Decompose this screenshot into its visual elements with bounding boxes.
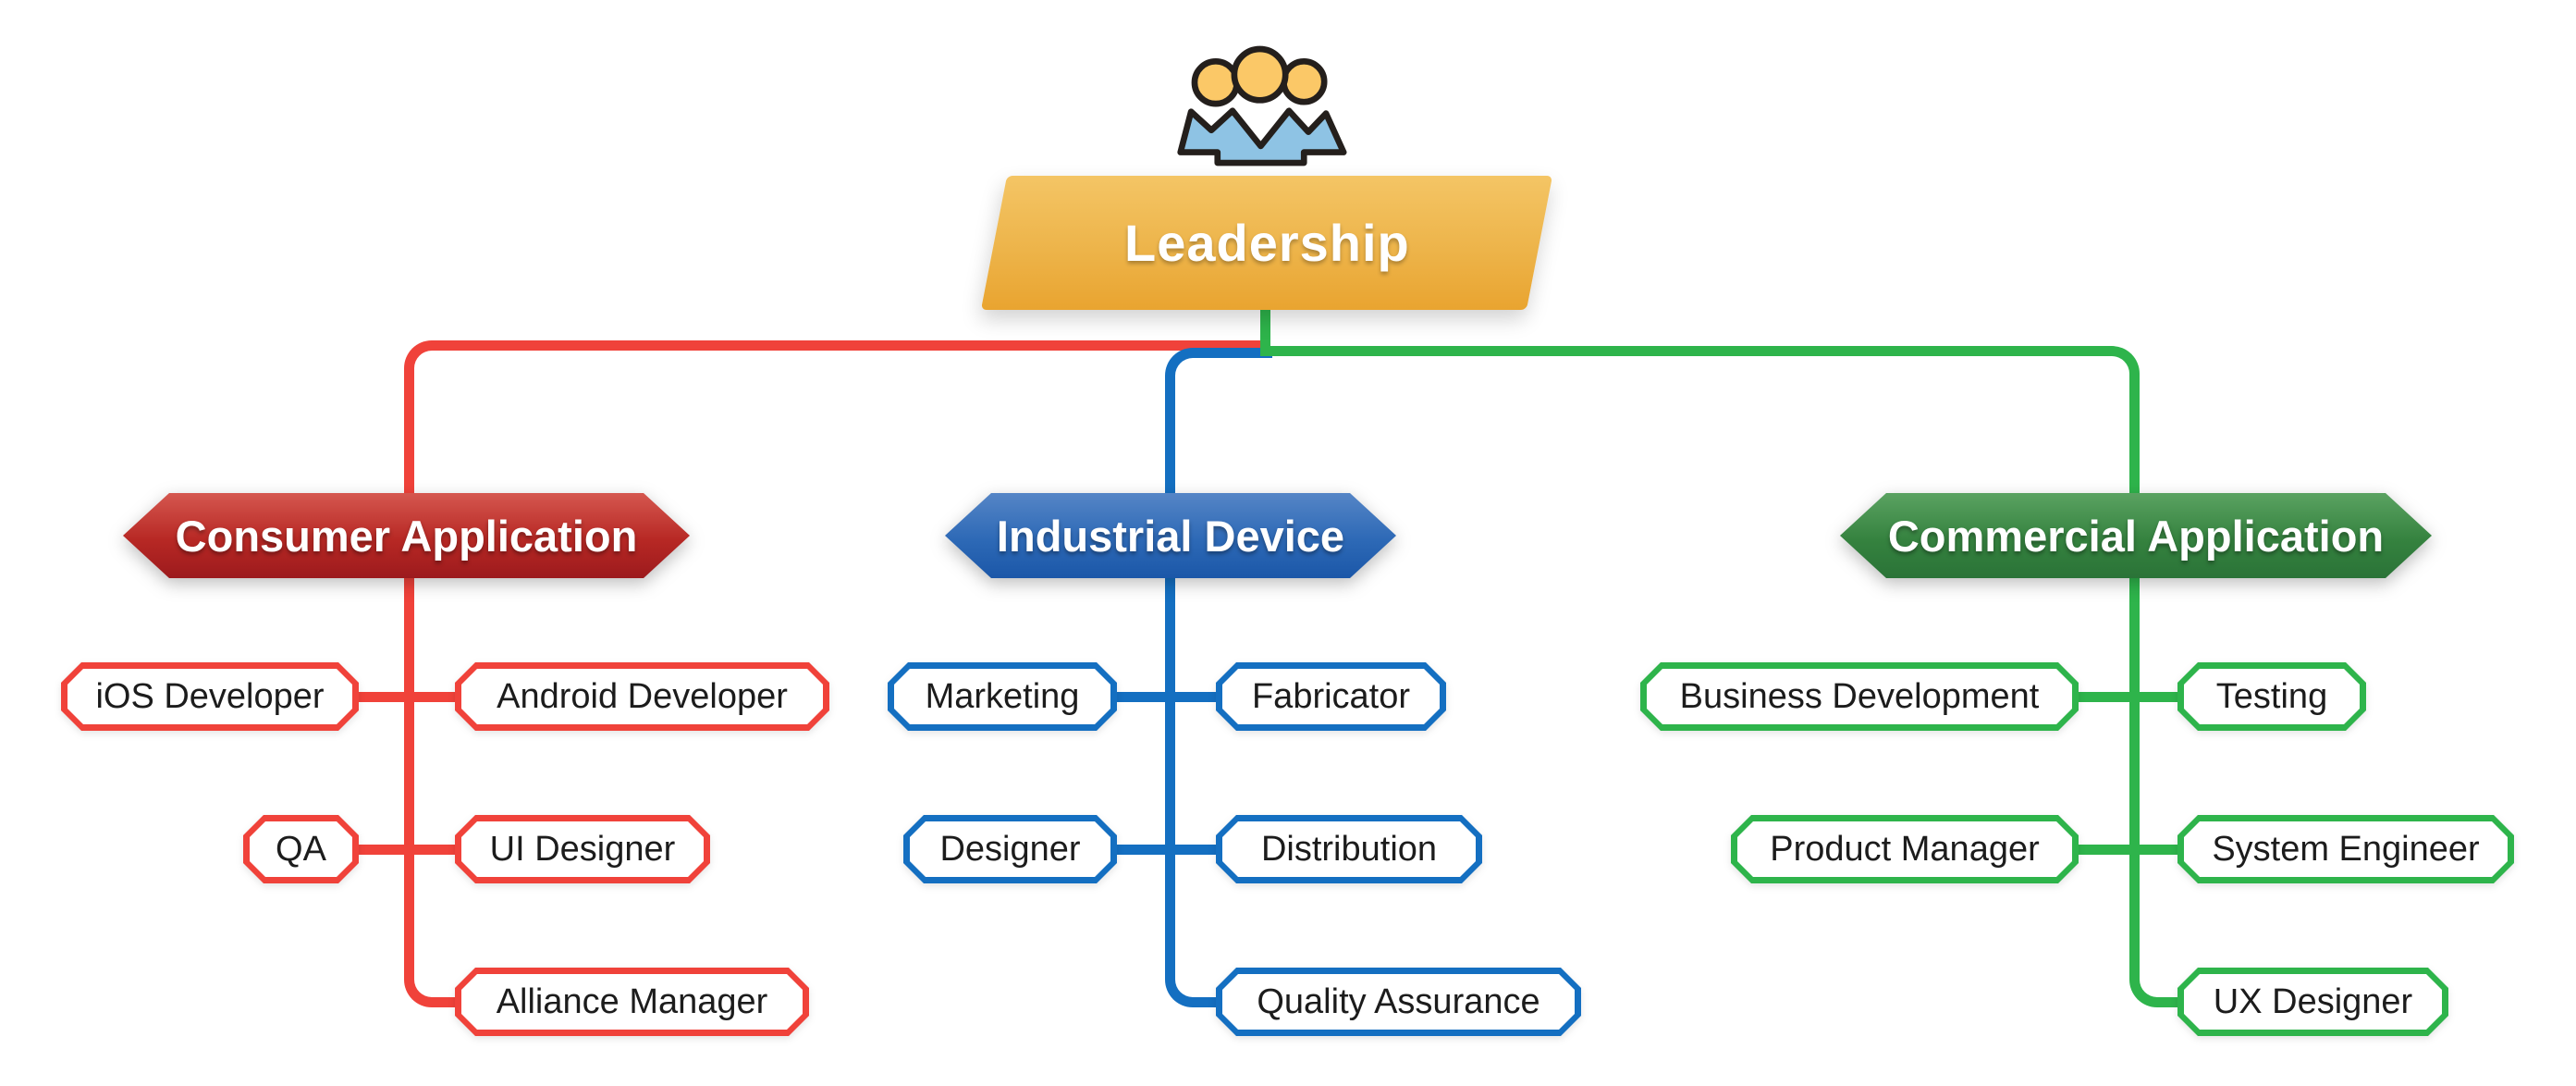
node-label: UX Designer (2213, 981, 2413, 1021)
connector-corner (2098, 346, 2140, 387)
branch-banner-industrial-device[interactable]: Industrial Device (945, 493, 1396, 578)
team-head-center (1231, 45, 1289, 104)
node-android-developer[interactable]: Android Developer (455, 662, 829, 731)
node-label: iOS Developer (95, 676, 325, 716)
branch-banner-label: Industrial Device (996, 511, 1345, 561)
connector-stem (1259, 305, 1270, 356)
node-qa[interactable]: QA (243, 815, 359, 883)
connector-elbow (403, 966, 457, 1007)
branch-banner-shape: Consumer Application (123, 493, 690, 578)
node-fill (1222, 669, 1440, 724)
node-product-manager[interactable]: Product Manager (1731, 815, 2079, 883)
node-alliance-manager[interactable]: Alliance Manager (455, 968, 809, 1036)
node-fill (894, 669, 1110, 724)
root-banner-label: Leadership (1123, 214, 1410, 272)
branch-banner-label: Commercial Application (1887, 511, 2385, 561)
connector-rail (1192, 348, 1272, 358)
node-fill (2184, 821, 2508, 877)
node-quality-assurance[interactable]: Quality Assurance (1216, 968, 1581, 1036)
node-fill (67, 669, 352, 724)
node-fill (461, 974, 803, 1030)
branch-banner-shape: Commercial Application (1840, 493, 2432, 578)
node-ux-designer[interactable]: UX Designer (2177, 968, 2448, 1036)
node-fill (1737, 821, 2072, 877)
team-bodies-shape (1177, 107, 1347, 167)
node-fill (1647, 669, 2072, 724)
connector-trunk (2128, 376, 2140, 968)
connector-rail (1268, 346, 2112, 356)
connector-stub (355, 691, 459, 702)
team-people-icon (1177, 45, 1347, 167)
connector-stub (1113, 691, 1220, 702)
branch-banner-consumer-application[interactable]: Consumer Application (123, 493, 690, 578)
node-label: Product Manager (1770, 829, 2040, 869)
node-fill (1222, 821, 1476, 877)
node-fill (2184, 974, 2442, 1030)
node-label: Testing (2215, 676, 2328, 716)
connector-trunk (403, 370, 414, 968)
connector-stub (355, 844, 459, 855)
node-fill (461, 821, 704, 877)
node-fill (461, 669, 823, 724)
node-label: Fabricator (1251, 676, 1411, 716)
node-label: Marketing (925, 676, 1080, 716)
connector-elbow (2128, 966, 2179, 1007)
connector-corner (1164, 348, 1206, 389)
node-fill (2184, 669, 2360, 724)
branch-banner-label: Consumer Application (175, 511, 638, 561)
root-banner-leadership[interactable]: Leadership (980, 176, 1553, 310)
node-ios-developer[interactable]: iOS Developer (61, 662, 359, 731)
node-marketing[interactable]: Marketing (888, 662, 1117, 731)
connector-rail (431, 340, 1268, 351)
node-label: Quality Assurance (1257, 981, 1540, 1021)
node-distribution[interactable]: Distribution (1216, 815, 1482, 883)
node-business-development[interactable]: Business Development (1640, 662, 2079, 731)
branch-banner-shape: Industrial Device (945, 493, 1396, 578)
node-label: Business Development (1679, 676, 2040, 716)
node-testing[interactable]: Testing (2177, 662, 2366, 731)
node-fill (1222, 974, 1575, 1030)
node-label: Alliance Manager (496, 981, 768, 1021)
team-head-right (1280, 58, 1328, 105)
node-system-engineer[interactable]: System Engineer (2177, 815, 2514, 883)
connector-corner (403, 340, 445, 381)
node-fabricator[interactable]: Fabricator (1216, 662, 1446, 731)
node-label: Distribution (1260, 829, 1438, 869)
node-label: System Engineer (2212, 829, 2480, 869)
node-fill (910, 821, 1110, 877)
node-label: Designer (939, 829, 1081, 869)
node-label: Android Developer (497, 676, 788, 716)
team-head-left (1191, 58, 1241, 107)
node-label: QA (276, 829, 326, 869)
node-fill (250, 821, 352, 877)
node-label: UI Designer (489, 829, 676, 869)
connector-stub (1113, 844, 1220, 855)
node-ui-designer[interactable]: UI Designer (455, 815, 710, 883)
branch-banner-commercial-application[interactable]: Commercial Application (1840, 493, 2432, 578)
connector-stub (2075, 691, 2181, 702)
connector-elbow (1164, 966, 1218, 1007)
node-designer[interactable]: Designer (903, 815, 1117, 883)
connector-stub (2075, 844, 2181, 855)
connector-trunk (1164, 377, 1175, 968)
